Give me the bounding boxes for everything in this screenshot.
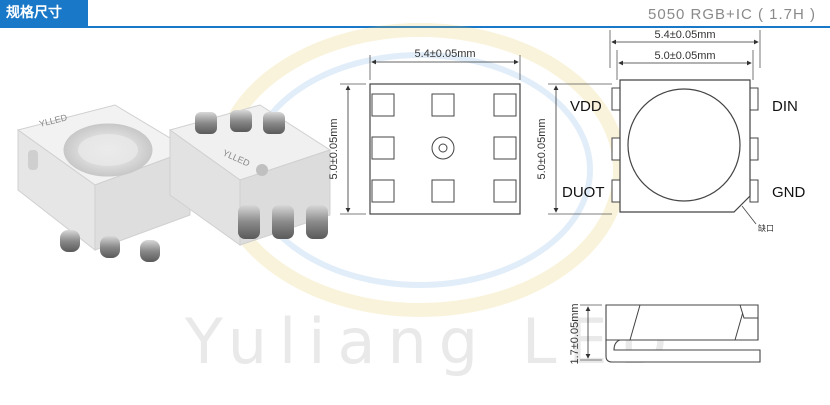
pad — [371, 179, 395, 203]
pad — [371, 136, 395, 160]
pad — [493, 179, 517, 203]
side-view-drawing: 1.7±0.05mm — [569, 303, 761, 365]
side-lead — [605, 339, 761, 363]
led-pad — [306, 205, 328, 239]
led-pad — [272, 205, 294, 239]
pad — [431, 179, 455, 203]
pin-label-duot: DUOT — [562, 184, 605, 201]
pinout-top-width-label: 5.4±0.05mm — [654, 29, 715, 41]
side-pin — [611, 137, 621, 161]
section-tab: 规格尺寸 — [0, 0, 88, 26]
pin-label-din: DIN — [772, 98, 798, 115]
led-pin — [140, 240, 160, 262]
pad — [493, 136, 517, 160]
pinout-height-label: 5.0±0.05mm — [536, 118, 548, 179]
led-pin — [100, 236, 120, 258]
pinout-view-drawing: 5.4±0.05mm 5.0±0.05mm 5.0±0.05mm 缺口 VDD … — [536, 29, 806, 233]
led-pad — [238, 205, 260, 239]
pad — [493, 93, 517, 117]
front-view-drawing: 5.4±0.05mm 5.0±0.05mm — [328, 48, 521, 215]
side-pin — [749, 87, 759, 111]
side-pin — [749, 137, 759, 161]
pin-label-gnd: GND — [772, 184, 806, 201]
header-rule — [0, 26, 830, 28]
led-pad — [230, 110, 252, 132]
pinout-inner-width-label: 5.0±0.05mm — [654, 50, 715, 62]
led-photo-front: YLLED — [16, 104, 192, 262]
side-height-label: 1.7±0.05mm — [569, 303, 581, 364]
pad — [431, 93, 455, 117]
front-height-label: 5.0±0.05mm — [328, 118, 340, 179]
pad — [371, 93, 395, 117]
led-photo-back: YLLED — [168, 104, 332, 246]
side-pin — [611, 179, 621, 203]
pin-label-vdd: VDD — [570, 98, 602, 115]
center-circle — [431, 136, 455, 160]
notch-label: 缺口 — [758, 223, 774, 233]
side-body — [605, 304, 759, 341]
lens-circle — [627, 88, 741, 202]
product-title: 5050 RGB+IC ( 1.7H ) — [648, 6, 816, 23]
led-pin — [60, 230, 80, 252]
side-pin — [749, 179, 759, 203]
led-pad — [195, 112, 217, 134]
front-width-label: 5.4±0.05mm — [414, 48, 475, 60]
led-pad — [263, 112, 285, 134]
side-pin — [611, 87, 621, 111]
